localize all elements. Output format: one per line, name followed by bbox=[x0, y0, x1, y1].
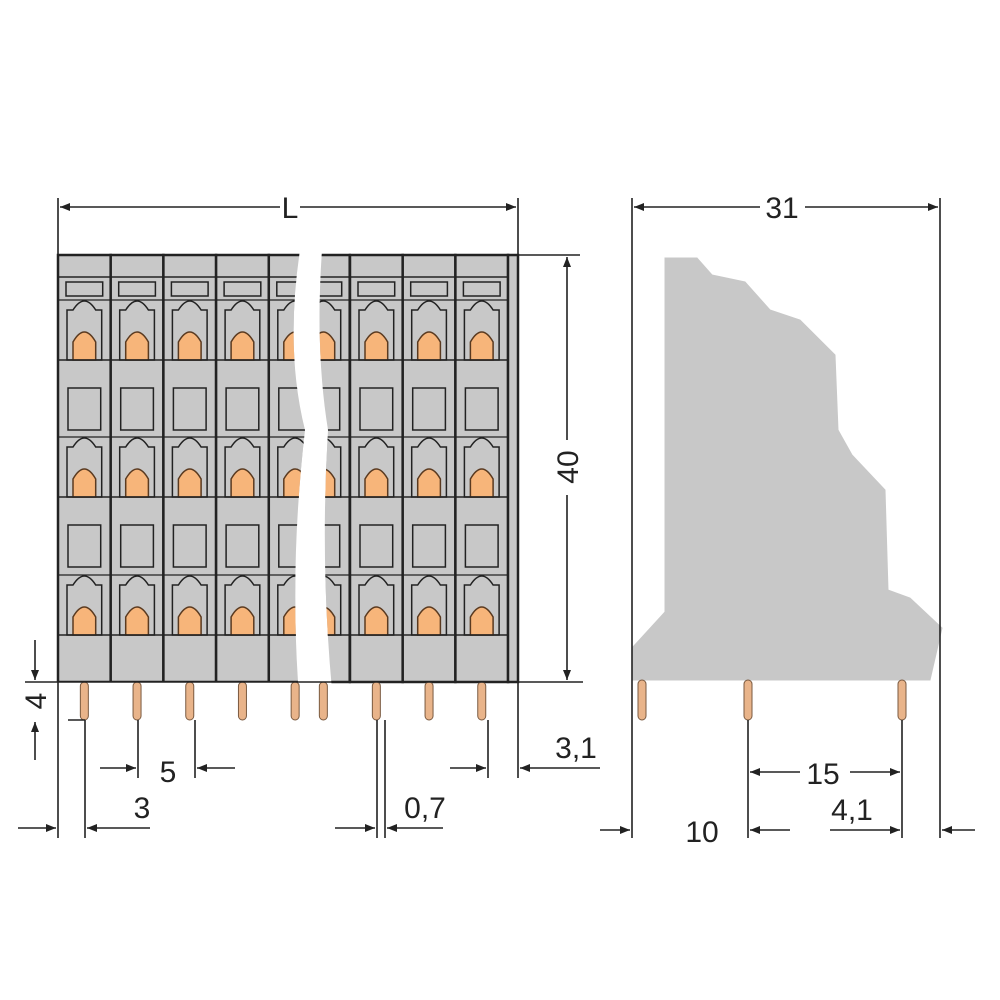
clamp-actuator bbox=[277, 300, 305, 361]
conductor-entry bbox=[278, 387, 305, 431]
clamp-actuator bbox=[319, 575, 342, 636]
marker-slot bbox=[65, 281, 104, 297]
solder-pin bbox=[318, 681, 328, 721]
dim-pin-spacing-label: 15 bbox=[806, 758, 839, 791]
dimensions: L 31 40 4 5 3 0,7 3,1 15 10 bbox=[18, 192, 975, 849]
conductor-entry bbox=[464, 524, 499, 568]
conductor-entry bbox=[67, 524, 102, 568]
clamp-actuator bbox=[319, 437, 342, 498]
clamping-contact bbox=[469, 331, 494, 361]
clamping-contact bbox=[177, 468, 202, 498]
side-view bbox=[631, 257, 943, 721]
solder-pin bbox=[637, 679, 647, 721]
clamping-contact bbox=[416, 331, 442, 361]
dim-front-to-pin-label: 10 bbox=[685, 816, 718, 849]
conductor-entry bbox=[172, 524, 207, 568]
clamping-contact bbox=[364, 468, 389, 498]
dim-pin-to-back-label: 4,1 bbox=[831, 794, 873, 827]
clamping-contact bbox=[416, 468, 442, 498]
marker-slot bbox=[223, 281, 262, 297]
solder-pin bbox=[185, 681, 195, 721]
clamping-contact bbox=[124, 468, 150, 498]
clamping-contact bbox=[283, 606, 305, 636]
solder-pin bbox=[290, 681, 300, 721]
side-housing bbox=[631, 257, 943, 681]
clamping-contact bbox=[72, 468, 97, 498]
marker-slot bbox=[409, 281, 449, 297]
conductor-entry bbox=[172, 387, 207, 431]
clamping-contact bbox=[72, 606, 97, 636]
clamping-contact bbox=[230, 331, 255, 361]
dim-edge-to-pin-label: 3 bbox=[134, 792, 151, 825]
clamping-contact bbox=[364, 606, 389, 636]
solder-pin bbox=[477, 681, 487, 721]
clamping-contact bbox=[364, 331, 389, 361]
conductor-entry bbox=[359, 387, 394, 431]
dim-length-label: L bbox=[282, 192, 299, 225]
clamping-contact bbox=[177, 331, 202, 361]
marker-slot bbox=[170, 281, 209, 297]
terminal-module bbox=[454, 253, 510, 684]
conductor-entry bbox=[225, 524, 260, 568]
conductor-entry bbox=[411, 387, 447, 431]
clamping-contact bbox=[177, 606, 202, 636]
solder-pin bbox=[237, 681, 247, 721]
clamping-contact bbox=[124, 606, 150, 636]
terminal-module bbox=[319, 253, 351, 684]
marker-slot bbox=[357, 281, 396, 297]
solder-pin bbox=[897, 679, 907, 721]
solder-pin bbox=[743, 679, 753, 721]
clamping-contact bbox=[469, 468, 494, 498]
clamping-contact bbox=[230, 468, 255, 498]
terminal-module bbox=[401, 253, 457, 684]
front-view bbox=[56, 253, 520, 721]
marker-slot bbox=[117, 281, 157, 297]
clamping-contact bbox=[319, 606, 336, 636]
dim-pitch-label: 5 bbox=[160, 756, 177, 789]
terminal-module bbox=[214, 253, 271, 682]
clamping-contact bbox=[469, 606, 494, 636]
terminal-module bbox=[56, 253, 112, 682]
terminal-module bbox=[162, 253, 218, 682]
terminal-module bbox=[109, 253, 165, 682]
conductor-entry bbox=[359, 524, 394, 568]
clamping-contact bbox=[319, 331, 336, 361]
dim-height-label: 40 bbox=[552, 450, 585, 483]
clamping-contact bbox=[283, 331, 305, 361]
clamping-contact bbox=[230, 606, 255, 636]
conductor-entry bbox=[225, 387, 260, 431]
clamping-contact bbox=[283, 468, 305, 498]
dim-pin-thickness-label: 0,7 bbox=[404, 792, 446, 825]
solder-pin bbox=[79, 681, 89, 721]
dim-depth-label: 31 bbox=[765, 192, 798, 225]
conductor-entry bbox=[464, 387, 499, 431]
conductor-entry bbox=[67, 387, 102, 431]
clamping-contact bbox=[416, 606, 442, 636]
solder-pin bbox=[371, 681, 381, 721]
terminal-module bbox=[348, 253, 404, 684]
end-plate bbox=[506, 253, 520, 684]
clamping-contact bbox=[124, 331, 150, 361]
conductor-entry bbox=[278, 524, 305, 568]
dim-pin-to-edge-label: 3,1 bbox=[555, 732, 597, 765]
solder-pin bbox=[424, 681, 434, 721]
clamping-contact bbox=[72, 331, 97, 361]
conductor-entry bbox=[119, 524, 155, 568]
dim-pin-length-label: 4 bbox=[20, 693, 53, 710]
conductor-entry bbox=[411, 524, 447, 568]
marker-slot bbox=[319, 281, 343, 297]
solder-pin bbox=[132, 681, 142, 721]
marker-slot bbox=[462, 281, 501, 297]
clamping-contact bbox=[319, 468, 336, 498]
conductor-entry bbox=[119, 387, 155, 431]
terminal-module bbox=[267, 253, 305, 682]
